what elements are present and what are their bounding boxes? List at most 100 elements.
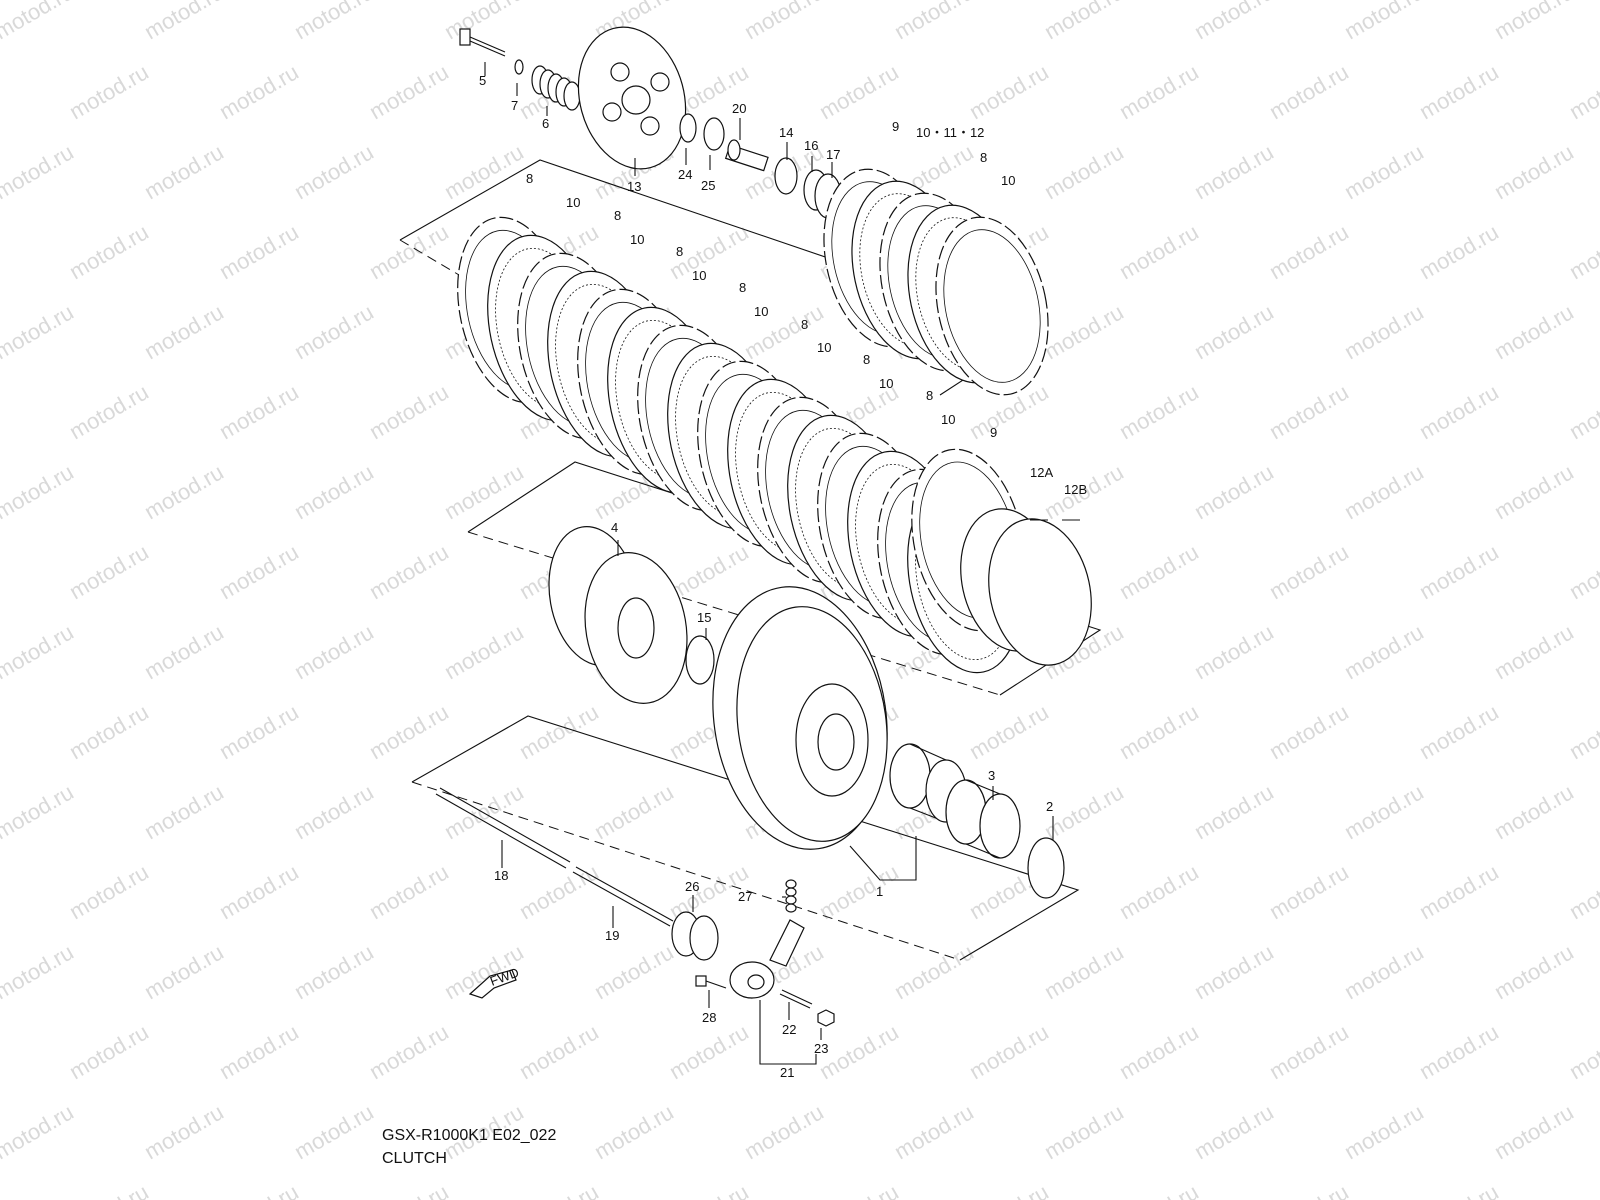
bearing-25: [703, 117, 725, 151]
watermark-text: motod.ru: [1190, 139, 1278, 204]
watermark-text: motod.ru: [0, 859, 3, 924]
watermark-text: motod.ru: [140, 299, 228, 364]
watermark-text: motod.ru: [140, 779, 228, 844]
callout-8-stack-7: 8: [926, 388, 933, 403]
callout-labels: 5 7 6 13 20 14 16 17 24 25 9 10・11・12 8 …: [479, 73, 1087, 1080]
watermark-text: motod.ru: [365, 1179, 453, 1200]
push-rod-18: [435, 787, 571, 869]
clutch-spring: [531, 65, 581, 111]
drive-plate-upper: [935, 216, 1049, 396]
watermark-text: motod.ru: [1190, 459, 1278, 524]
callout-20: 20: [732, 101, 746, 116]
watermark-text: motod.ru: [365, 859, 453, 924]
watermark-text: motod.ru: [515, 699, 603, 764]
push-rod-19: [572, 866, 674, 927]
watermark-text: motod.ru: [215, 1179, 303, 1200]
watermark-text: motod.ru: [1340, 779, 1428, 844]
watermark-text: motod.ru: [0, 219, 3, 284]
watermark-text: motod.ru: [215, 1019, 303, 1084]
watermark-text: motod.ru: [515, 1019, 603, 1084]
watermark-text: motod.ru: [515, 859, 603, 924]
watermark-text: motod.ru: [0, 299, 78, 364]
watermark-text: motod.ru: [1265, 379, 1353, 444]
watermark-text: motod.ru: [1340, 459, 1428, 524]
watermark-text: motod.ru: [365, 539, 453, 604]
washer-24: [679, 113, 697, 143]
callout-10-stack-5: 10: [817, 340, 831, 355]
watermark-text: motod.ru: [0, 619, 78, 684]
watermark-text: motod.ru: [1415, 379, 1503, 444]
watermark-text: motod.ru: [1565, 1019, 1600, 1084]
watermark-text: motod.ru: [890, 939, 978, 1004]
spring-rings: [960, 508, 1092, 666]
watermark-text: motod.ru: [1115, 539, 1203, 604]
watermark-text: motod.ru: [1340, 299, 1428, 364]
release-cam-21: [729, 919, 805, 999]
watermark-text: motod.ru: [1340, 939, 1428, 1004]
watermark-text: motod.ru: [365, 379, 453, 444]
watermark-text: motod.ru: [1115, 1019, 1203, 1084]
watermark-text: motod.ru: [1415, 59, 1503, 124]
watermark-text: motod.ru: [1565, 699, 1600, 764]
watermark-text: motod.ru: [590, 779, 678, 844]
callout-5: 5: [479, 73, 486, 88]
watermark-text: motod.ru: [290, 0, 378, 44]
watermark-text: motod.ru: [290, 779, 378, 844]
watermark-text: motod.ru: [65, 59, 153, 124]
callout-28: 28: [702, 1010, 716, 1025]
watermark-text: motod.ru: [290, 459, 378, 524]
callout-8-stack-1: 8: [526, 171, 533, 186]
callout-10-stack-7: 10: [941, 412, 955, 427]
callout-26: 26: [685, 879, 699, 894]
watermark-text: motod.ru: [815, 859, 903, 924]
watermark-text: motod.ru: [0, 0, 78, 44]
oil-seal-26: [671, 911, 719, 961]
watermark-text: motod.ru: [290, 139, 378, 204]
watermark-text: motod.ru: [140, 1099, 228, 1164]
release-spring-27: [785, 879, 797, 913]
bolt-28: [695, 975, 727, 989]
callout-9-stack: 9: [990, 425, 997, 440]
watermark-text: motod.ru: [1040, 0, 1128, 44]
sleeve-hub-4: [548, 526, 688, 704]
callout-19: 19: [605, 928, 619, 943]
watermark-text: motod.ru: [1490, 1099, 1578, 1164]
watermark-text: motod.ru: [740, 0, 828, 44]
watermark-text: motod.ru: [965, 1019, 1053, 1084]
callout-10-upper: 10: [1001, 173, 1015, 188]
watermark-text: motod.ru: [1490, 0, 1578, 44]
watermark-text: motod.ru: [965, 699, 1053, 764]
callout-13: 13: [627, 179, 641, 194]
watermark-text: motod.ru: [1340, 1099, 1428, 1164]
watermark-text: motod.ru: [290, 1099, 378, 1164]
watermark-text: motod.ru: [1490, 139, 1578, 204]
callout-10-stack-3: 10: [692, 268, 706, 283]
watermark-text: motod.ru: [0, 139, 78, 204]
watermark-text: motod.ru: [365, 219, 453, 284]
watermark-text: motod.ru: [365, 699, 453, 764]
pressure-plate: [577, 26, 687, 170]
callout-8-upper: 8: [980, 150, 987, 165]
watermark-text: motod.ru: [1565, 1179, 1600, 1200]
callout-9-top: 9: [892, 119, 899, 134]
watermark-text: motod.ru: [65, 859, 153, 924]
watermark-text: motod.ru: [365, 1019, 453, 1084]
section-title-caption: CLUTCH: [382, 1150, 447, 1167]
watermark-text: motod.ru: [1415, 219, 1503, 284]
watermark-text: motod.ru: [1265, 539, 1353, 604]
watermark-text: motod.ru: [290, 299, 378, 364]
watermark-text: motod.ru: [965, 1179, 1053, 1200]
watermark-text: motod.ru: [1265, 859, 1353, 924]
watermark-text: motod.ru: [65, 1179, 153, 1200]
watermark-text: motod.ru: [1115, 219, 1203, 284]
watermark-text: motod.ru: [1115, 1179, 1203, 1200]
primary-driven-gear-1: [712, 586, 888, 850]
watermark-text: motod.ru: [1040, 939, 1128, 1004]
upper-right-plate-set: [823, 168, 1049, 396]
watermark-text: motod.ru: [1415, 699, 1503, 764]
watermark-text: motod.ru: [1415, 539, 1503, 604]
callout-8-stack-4: 8: [739, 280, 746, 295]
needle-bearing-3: [945, 779, 1021, 859]
callout-8-stack-2: 8: [614, 208, 621, 223]
watermark-text: motod.ru: [1190, 779, 1278, 844]
